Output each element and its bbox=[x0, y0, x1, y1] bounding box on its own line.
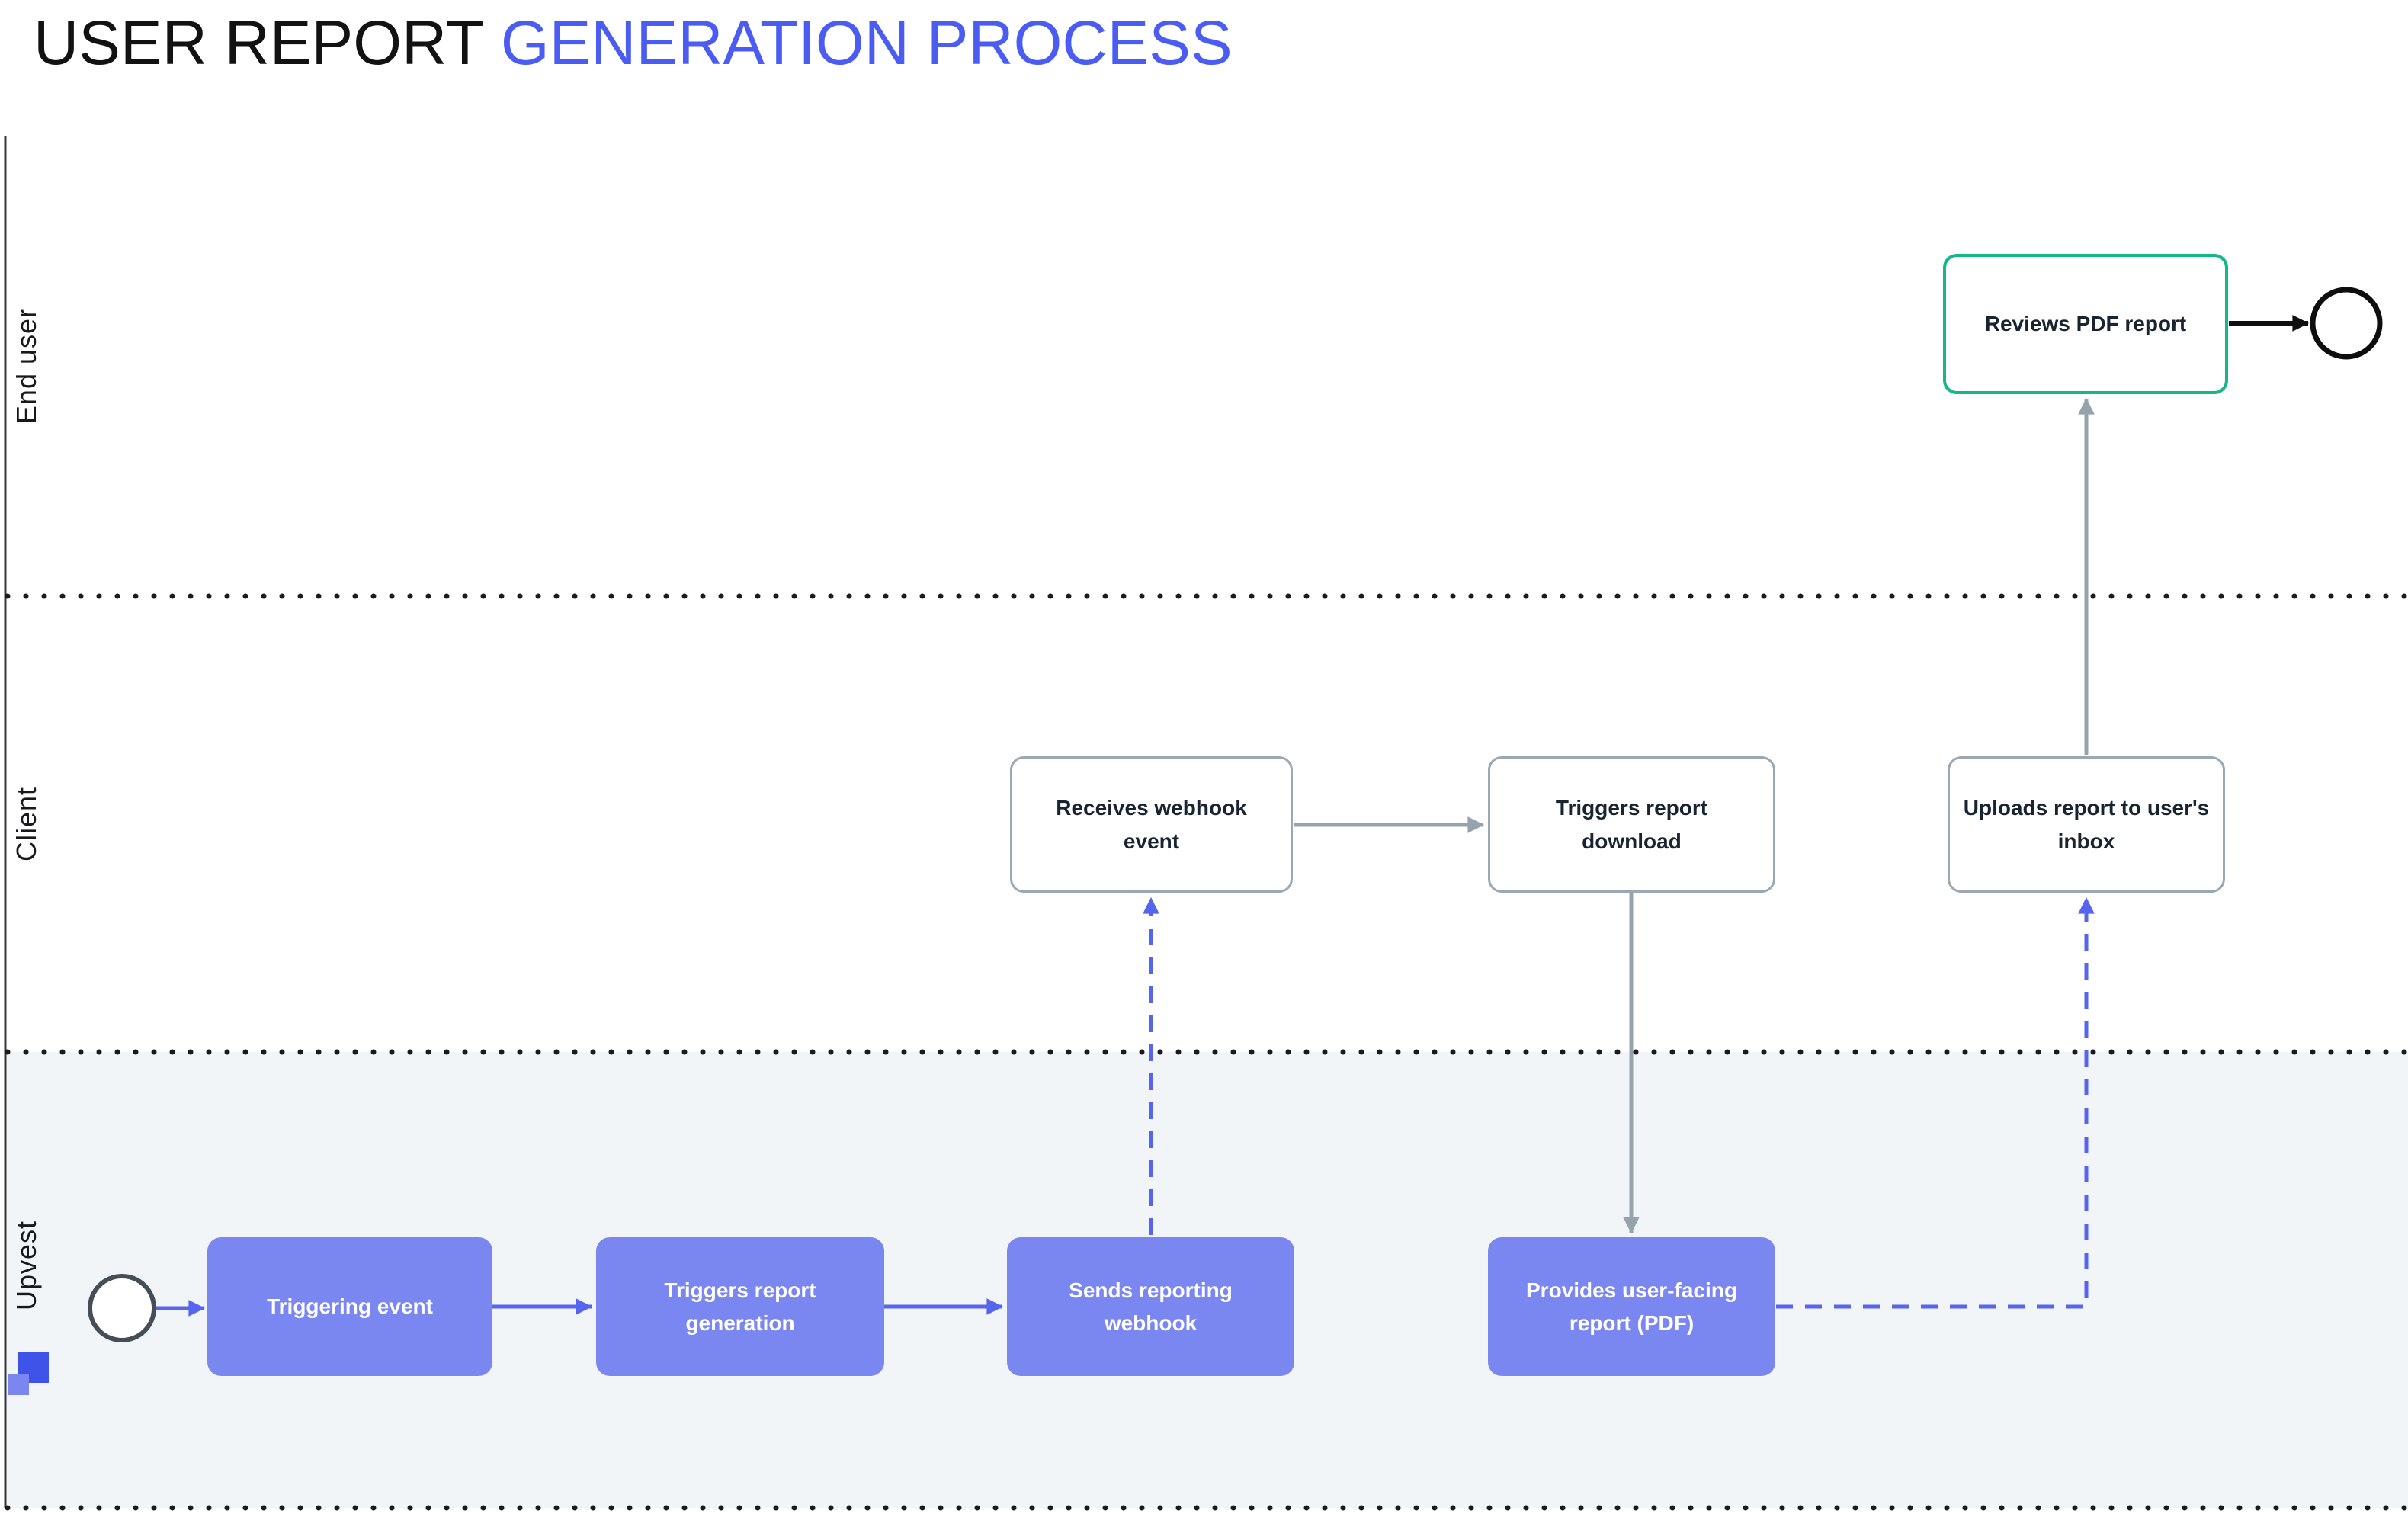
task-reviews-pdf-report: Reviews PDF report bbox=[1943, 254, 2228, 394]
title-part-black: USER REPORT bbox=[34, 8, 484, 78]
task-triggers-report-download: Triggers report download bbox=[1488, 756, 1775, 893]
task-label: webhook bbox=[1104, 1311, 1198, 1335]
lane-label-end-user: End user bbox=[11, 307, 42, 425]
task-label: report (PDF) bbox=[1569, 1311, 1695, 1335]
task-label: inbox bbox=[2057, 829, 2115, 853]
flow-provides-to-uploads bbox=[1776, 897, 2095, 1309]
lane-client: Client bbox=[3, 596, 50, 1052]
task-label: Receives webhook bbox=[1056, 796, 1247, 820]
task-label: download bbox=[1582, 829, 1682, 853]
task-uploads-report-inbox: Uploads report to user's inbox bbox=[1948, 756, 2225, 893]
lane-label-client: Client bbox=[11, 786, 42, 862]
task-label: Uploads report to user's bbox=[1963, 796, 2210, 820]
upvest-logo-light-square bbox=[8, 1374, 29, 1395]
end-event-circle bbox=[2310, 287, 2383, 360]
task-provides-user-facing-report: Provides user-facing report (PDF) bbox=[1488, 1237, 1775, 1376]
task-label: event bbox=[1123, 829, 1180, 853]
lane-label-upvest: Upvest bbox=[11, 1220, 42, 1311]
task-label: Triggers report bbox=[1555, 796, 1708, 820]
title-part-blue: GENERATION PROCESS bbox=[500, 8, 1233, 78]
task-receives-webhook-event: Receives webhook event bbox=[1010, 756, 1293, 893]
task-label: Reviews PDF report bbox=[1984, 312, 2187, 336]
start-event-circle bbox=[88, 1274, 156, 1342]
task-label: Triggers report bbox=[664, 1278, 816, 1302]
task-label: generation bbox=[685, 1311, 795, 1335]
lane-upvest: Upvest bbox=[3, 1052, 50, 1479]
task-label: Triggering event bbox=[267, 1294, 433, 1319]
task-triggering-event: Triggering event bbox=[207, 1237, 492, 1376]
lane-end-user: End user bbox=[3, 136, 50, 596]
task-triggers-report-generation: Triggers report generation bbox=[596, 1237, 884, 1376]
task-label: Sends reporting bbox=[1069, 1278, 1233, 1302]
task-label: Provides user-facing bbox=[1526, 1278, 1737, 1302]
upvest-logo-icon bbox=[8, 1352, 49, 1395]
task-sends-reporting-webhook: Sends reporting webhook bbox=[1007, 1237, 1294, 1376]
